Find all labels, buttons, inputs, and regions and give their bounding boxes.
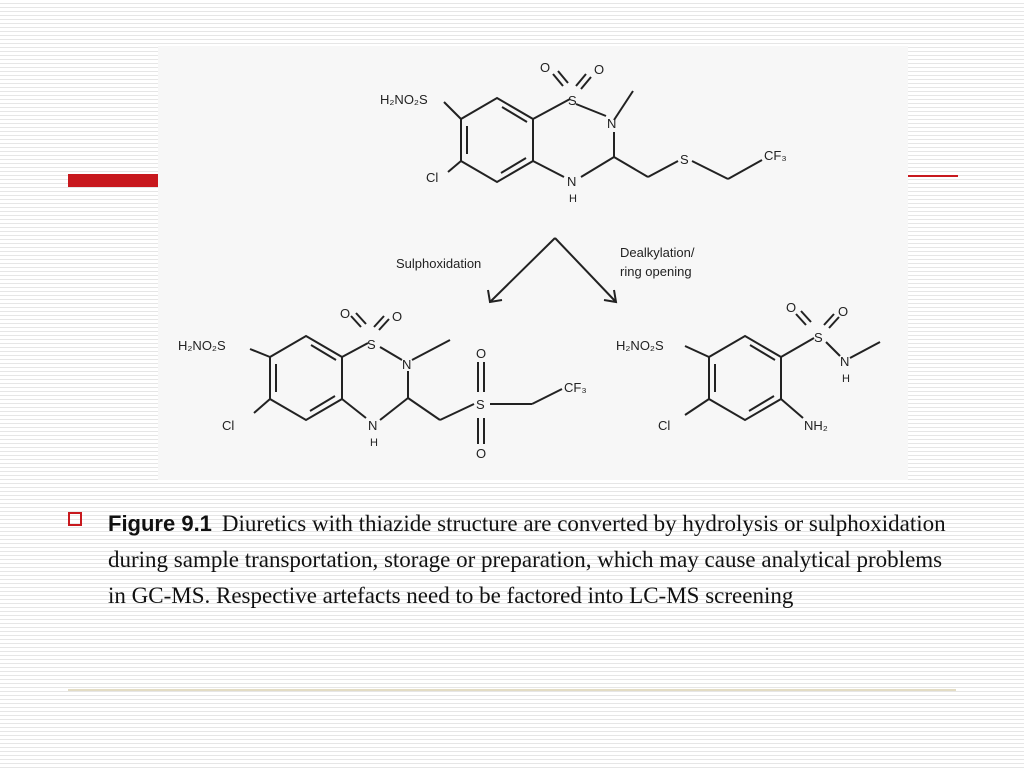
footer-rule (68, 689, 956, 691)
left-ring-n: N (402, 357, 411, 372)
caption-body: Diuretics with thiazide structure are co… (108, 511, 946, 608)
top-ring-o1: O (540, 60, 550, 75)
top-nh-h: H (569, 193, 577, 205)
right-sulfonamide-label: H₂NO₂S (616, 338, 664, 353)
left-sulfone-s: S (476, 397, 485, 412)
arrow-label-dealkylation: Dealkylation/ (620, 245, 695, 260)
reaction-scheme: H₂NO₂S O O S N Cl N H S CF₃ Sulphoxidati… (178, 60, 881, 461)
right-o2: O (838, 304, 848, 319)
top-ring-s: S (568, 93, 577, 108)
left-ring-o1: O (340, 306, 350, 321)
right-n: N (840, 354, 849, 369)
figure-label: Figure 9.1 (108, 511, 212, 536)
right-s: S (814, 330, 823, 345)
right-amine: NH₂ (804, 418, 828, 433)
arrow-label-sulphoxidation: Sulphoxidation (396, 256, 481, 271)
top-nh-n: N (567, 174, 576, 189)
left-sulfone-o-top: O (476, 346, 486, 361)
left-cf3: CF₃ (564, 380, 587, 395)
right-nh-h: H (842, 373, 850, 385)
arrow-label-ring-opening: ring opening (620, 264, 692, 279)
right-chlorine: Cl (658, 418, 670, 433)
top-cf3: CF₃ (764, 148, 787, 163)
left-nh-n: N (368, 418, 377, 433)
top-side-s: S (680, 152, 689, 167)
top-ring-o2: O (594, 62, 604, 77)
bullet-icon (68, 512, 82, 526)
top-chlorine: Cl (426, 170, 438, 185)
right-o1: O (786, 300, 796, 315)
top-ring-n: N (607, 116, 616, 131)
left-ring-s: S (367, 337, 376, 352)
left-chlorine: Cl (222, 418, 234, 433)
top-sulfonamide-label: H₂NO₂S (380, 92, 428, 107)
accent-line-right (900, 175, 958, 177)
left-nh-h: H (370, 437, 378, 449)
figure-image: H₂NO₂S O O S N Cl N H S CF₃ Sulphoxidati… (158, 46, 908, 480)
left-sulfone-o-bottom: O (476, 446, 486, 461)
left-ring-o2: O (392, 309, 402, 324)
left-sulfonamide-label: H₂NO₂S (178, 338, 226, 353)
accent-bar-left (68, 174, 168, 187)
